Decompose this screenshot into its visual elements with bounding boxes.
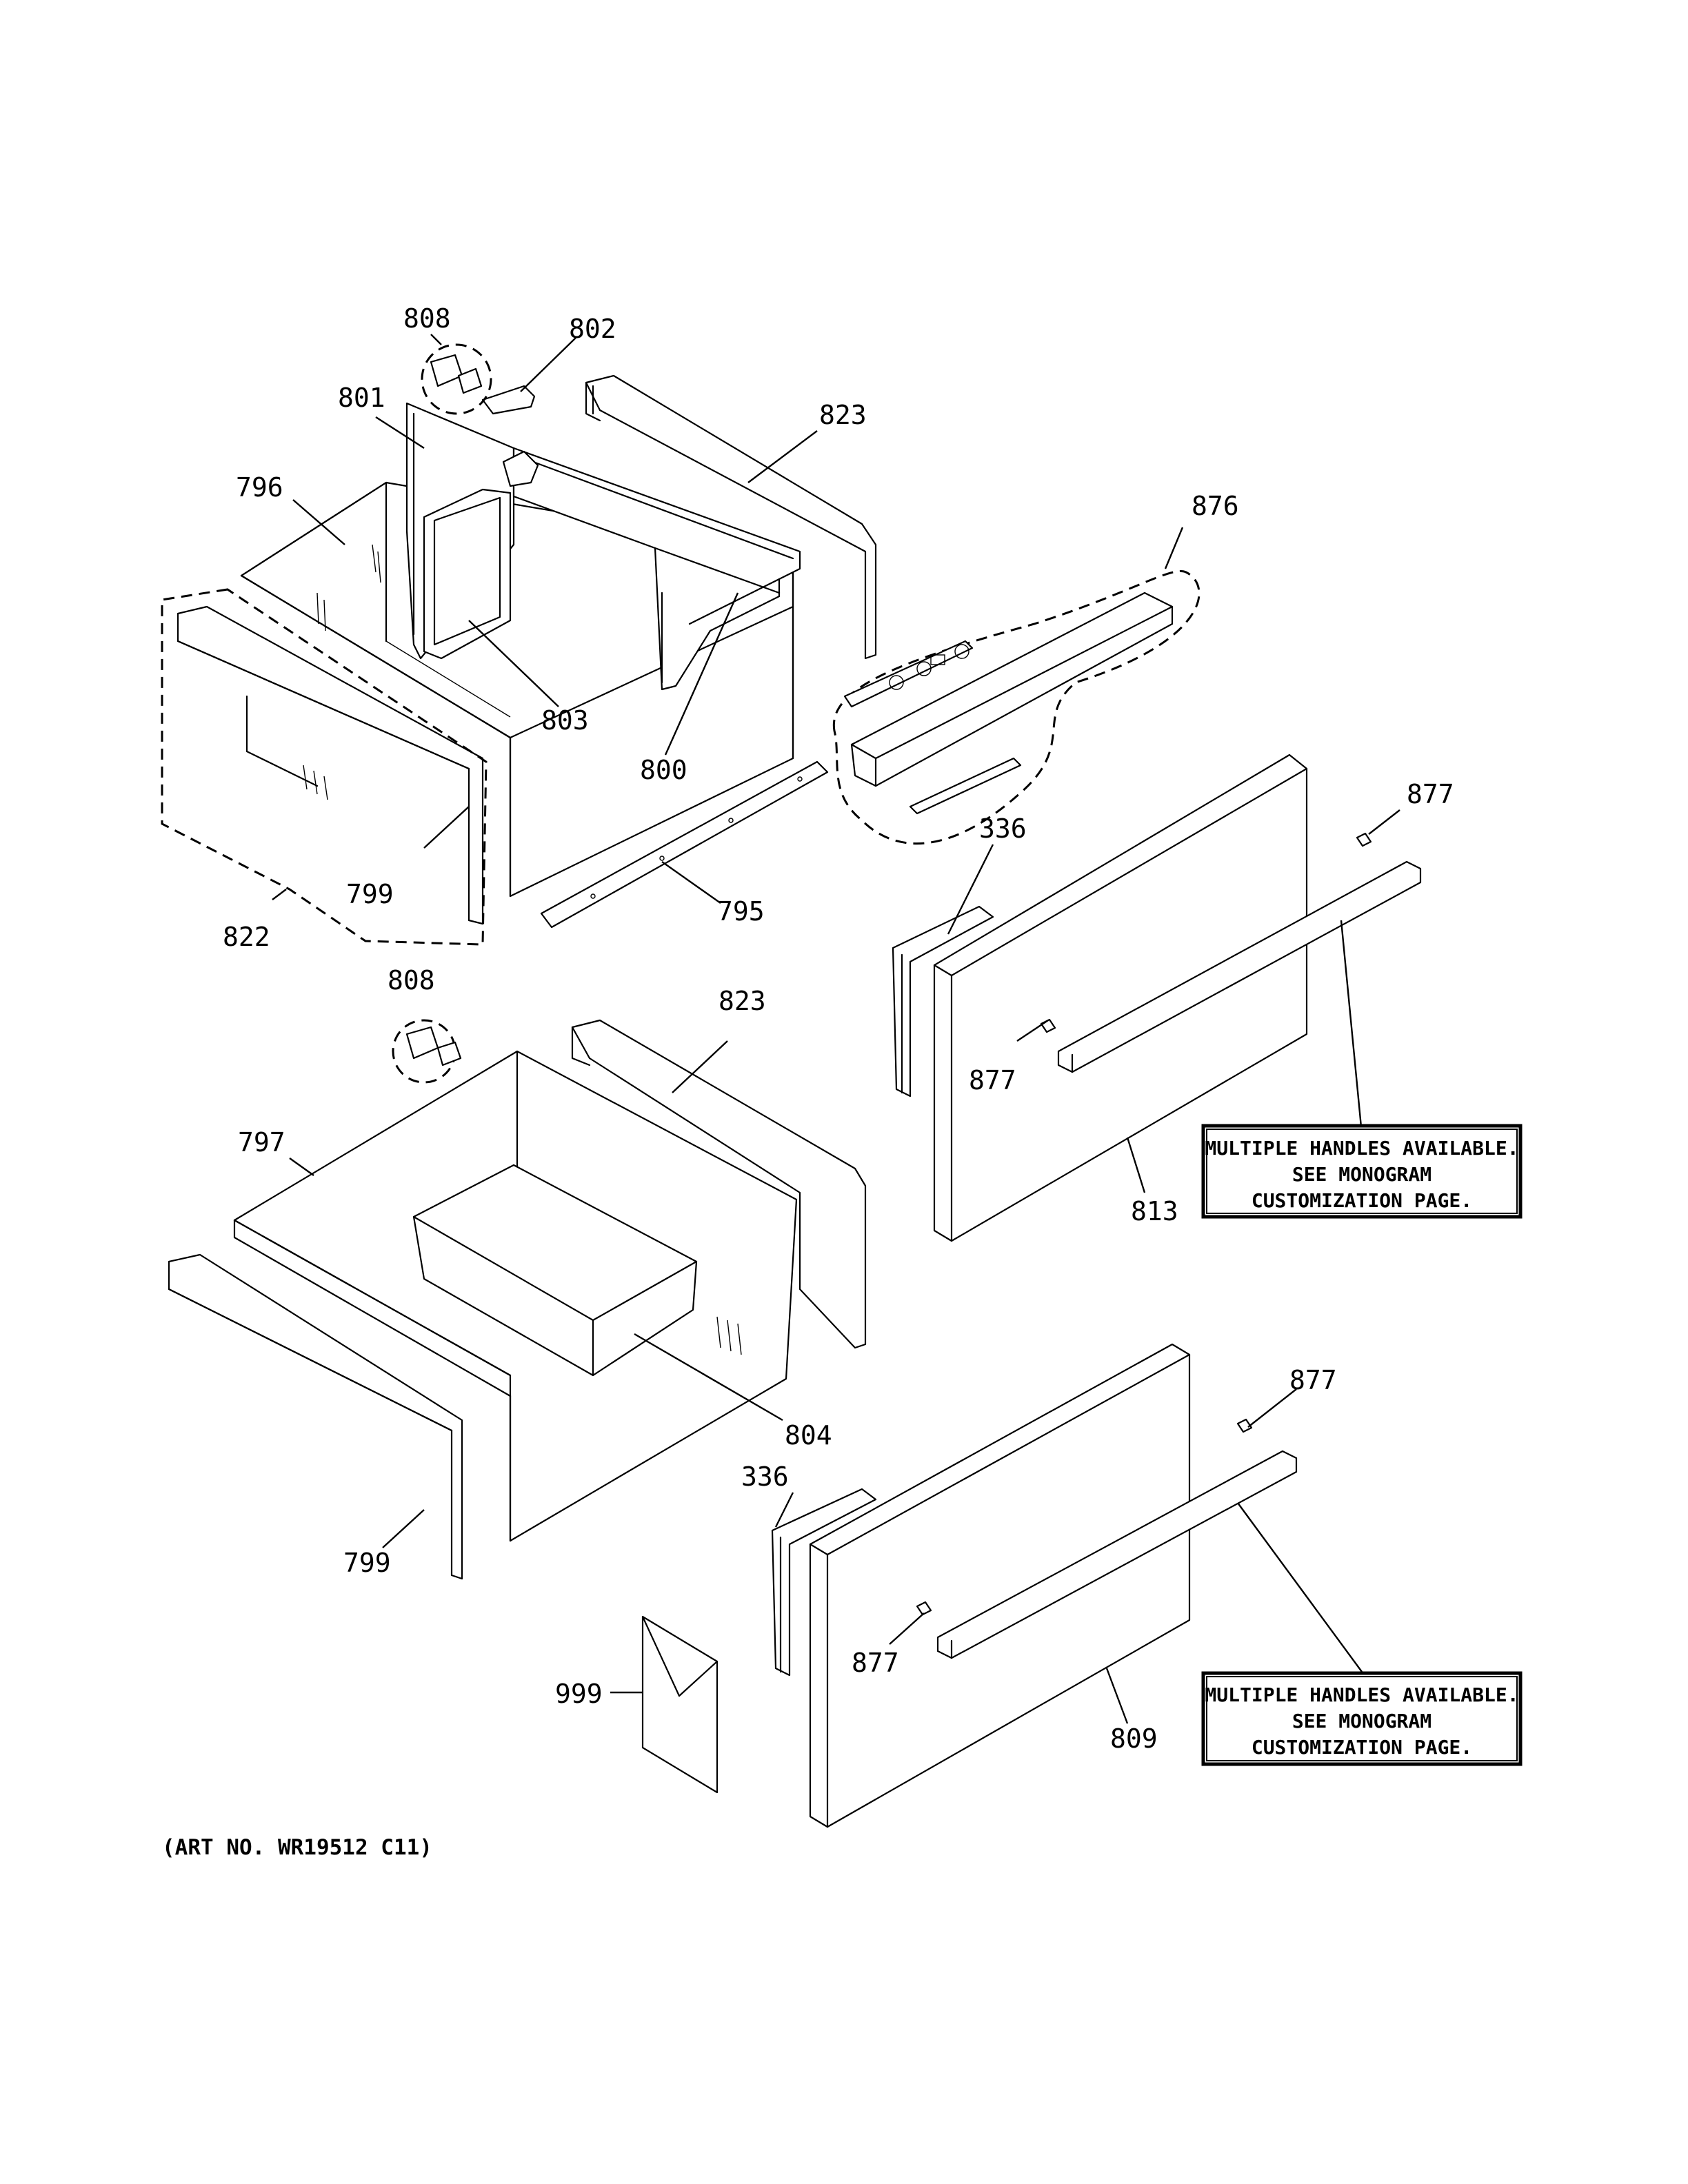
- note-box-upper-handles: MULTIPLE HANDLES AVAILABLE. SEE MONOGRAM…: [1201, 1124, 1523, 1219]
- label-796: 796: [236, 472, 283, 503]
- part-handle-lower: [936, 1450, 1298, 1659]
- label-813: 813: [1131, 1196, 1178, 1226]
- part-808-clip-detail-upper: [421, 343, 492, 415]
- part-handle-upper: [1057, 860, 1422, 1073]
- label-336-upper: 336: [979, 813, 1027, 844]
- note-box-lower-handles: MULTIPLE HANDLES AVAILABLE. SEE MONOGRAM…: [1201, 1671, 1523, 1766]
- part-799-front-frame-upper: [177, 605, 484, 925]
- label-804: 804: [785, 1420, 832, 1450]
- label-823-upper: 823: [819, 400, 867, 430]
- label-800: 800: [640, 755, 687, 785]
- part-802-bracket: [481, 385, 539, 487]
- part-813-upper-door: [933, 754, 1308, 1242]
- part-823-side-rail-lower: [571, 1019, 867, 1349]
- part-876-control-panel: [832, 570, 1200, 845]
- note-lower-line-1: MULTIPLE HANDLES AVAILABLE.: [1205, 1684, 1518, 1706]
- part-336-gasket-upper: [892, 905, 994, 1098]
- note-lower-line-2: SEE MONOGRAM: [1292, 1710, 1431, 1732]
- label-808-lower: 808: [388, 965, 435, 995]
- label-797: 797: [238, 1127, 285, 1157]
- note-upper-line-1: MULTIPLE HANDLES AVAILABLE.: [1205, 1137, 1518, 1160]
- lower-drawer-assembly: [168, 1019, 867, 1580]
- label-809: 809: [1110, 1723, 1158, 1754]
- part-809-lower-door: [809, 1343, 1191, 1828]
- label-336-lower: 336: [741, 1462, 789, 1492]
- label-876: 876: [1192, 491, 1239, 521]
- part-823-side-rail-upper: [585, 374, 877, 660]
- part-999-manual: [641, 1615, 719, 1794]
- part-796-upper-drawer-body: [240, 481, 794, 898]
- label-823-lower: 823: [719, 986, 766, 1016]
- note-lower-line-3: CUSTOMIZATION PAGE.: [1252, 1736, 1472, 1759]
- label-799-upper: 799: [346, 879, 394, 909]
- part-803-divider-frame: [423, 488, 512, 660]
- part-799-front-frame-lower: [168, 1253, 463, 1580]
- label-999: 999: [555, 1679, 603, 1709]
- part-808-clip-detail-lower: [392, 1019, 462, 1084]
- label-877-upper-left: 877: [969, 1065, 1016, 1095]
- art-number: (ART NO. WR19512 C11): [162, 1835, 432, 1860]
- part-336-gasket-lower: [771, 1488, 877, 1677]
- label-808-upper: 808: [403, 303, 451, 334]
- label-801: 801: [338, 383, 385, 413]
- label-795: 795: [717, 896, 765, 927]
- label-877-lower-left: 877: [852, 1648, 899, 1678]
- part-number-labels: 808 802 801 823 796 876 877 336 803 800 …: [223, 303, 1454, 1754]
- label-822: 822: [223, 922, 270, 952]
- label-877-upper-right: 877: [1407, 779, 1454, 809]
- label-799-lower: 799: [343, 1548, 391, 1578]
- label-802: 802: [569, 314, 616, 344]
- part-822-assembly-outline: [161, 588, 488, 946]
- part-804-bin: [412, 1164, 698, 1377]
- note-upper-line-2: SEE MONOGRAM: [1292, 1163, 1431, 1186]
- part-877-screw-lower: [916, 1418, 1253, 1616]
- label-877-lower-right: 877: [1289, 1365, 1337, 1395]
- upper-drawer-assembly: [161, 343, 877, 946]
- label-803: 803: [541, 705, 589, 736]
- part-795-rail-strip: [540, 760, 829, 929]
- leader-lines: [272, 334, 1400, 1724]
- note-upper-line-3: CUSTOMIZATION PAGE.: [1252, 1189, 1472, 1212]
